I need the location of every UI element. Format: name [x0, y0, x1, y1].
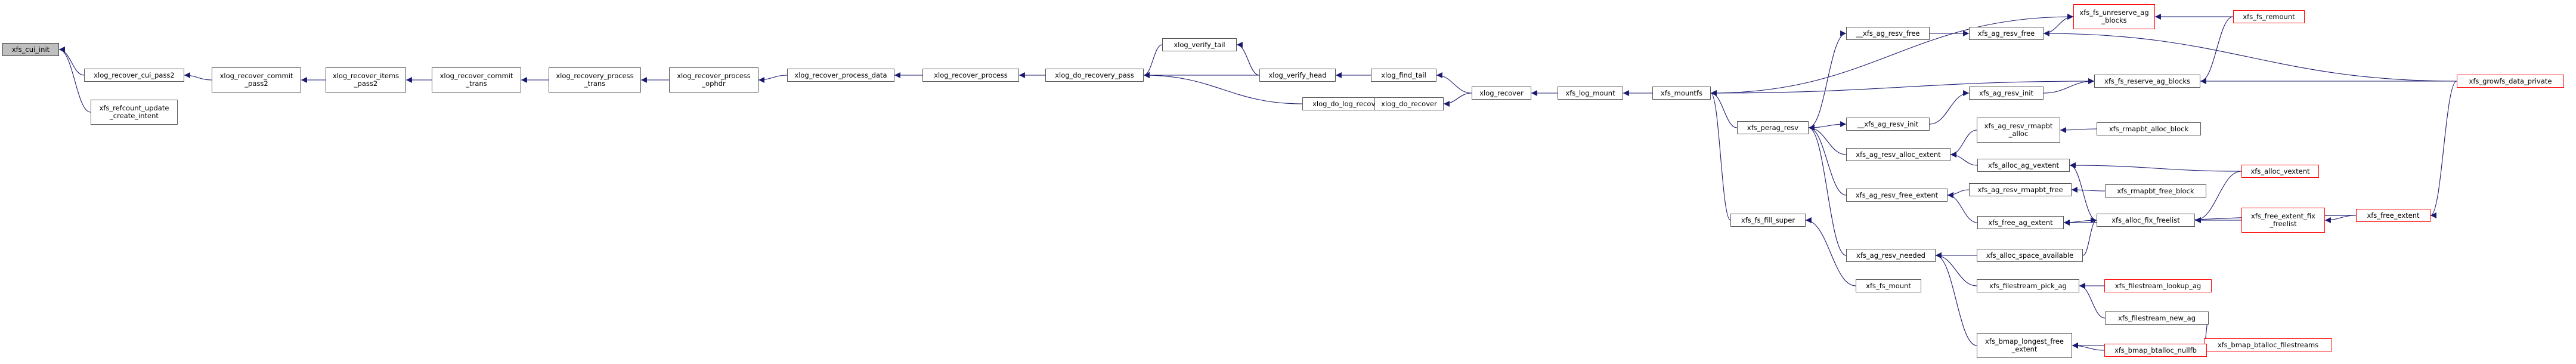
graph-node-xfs-alloc-fix-freelist[interactable]: xfs_alloc_fix_freelist [2097, 214, 2195, 227]
graph-node-xlog-do-recover[interactable]: xlog_do_recover [1374, 97, 1444, 110]
graph-node-xlog-recover-items-pass2[interactable]: xlog_recover_items _pass2 [326, 67, 406, 92]
graph-node-xfs-bmap-longest-free-extent[interactable]: xfs_bmap_longest_free _extent [1977, 333, 2072, 358]
call-edge [1710, 78, 2095, 94]
graph-node-xfs-filestream-pick-ag[interactable]: xfs_filestream_pick_ag [1977, 279, 2079, 292]
call-edge [2071, 187, 2106, 193]
call-edge [1935, 252, 1977, 346]
graph-node-xfs-fs-fill-super[interactable]: xfs_fs_fill_super [1730, 214, 1806, 227]
call-edge [1143, 72, 1303, 104]
call-edge [1710, 90, 1738, 128]
graph-node-xfs-alloc-space-available[interactable]: xfs_alloc_space_available [1977, 249, 2083, 262]
call-edge [1443, 92, 1472, 107]
call-edge [1947, 192, 1978, 223]
graph-node-xlog-find-tail[interactable]: xlog_find_tail [1371, 69, 1436, 82]
call-edge [1436, 72, 1472, 94]
graph-node-xfs-ag-resv-needed[interactable]: xfs_ag_resv_needed [1846, 249, 1936, 262]
graph-node-xlog-verify-head[interactable]: xlog_verify_head [1259, 69, 1336, 82]
call-edge [2043, 30, 2457, 82]
call-edge [2043, 14, 2074, 34]
call-edge [758, 75, 788, 83]
graph-node-xfs-free-extent-fix-freelist[interactable]: xfs_free_extent_fix _freelist [2241, 208, 2325, 233]
graph-node-xfs-perag-resv[interactable]: xfs_perag_resv [1737, 121, 1809, 134]
graph-node-xfs-fs-mount[interactable]: xfs_fs_mount [1856, 279, 1921, 292]
call-edge [1143, 44, 1163, 78]
graph-node-xfs-ag-resv-init[interactable]: __xfs_ag_resv_init [1846, 118, 1930, 131]
call-edge [2200, 16, 2234, 84]
graph-node-xfs-rmapbt-alloc-block[interactable]: xfs_rmapbt_alloc_block [2097, 122, 2201, 135]
call-edge [1947, 189, 1970, 198]
graph-node-xfs-cui-init: xfs_cui_init [2, 43, 59, 56]
graph-node-xlog-recover-commit-trans[interactable]: xlog_recover_commit _trans [432, 67, 521, 92]
call-edge [2079, 283, 2106, 319]
call-edge [1805, 217, 1856, 286]
graph-node-xfs-fs-remount[interactable]: xfs_fs_remount [2233, 10, 2305, 23]
call-edge [1808, 30, 1847, 128]
graph-node-xlog-recover-process-data[interactable]: xlog_recover_process_data [787, 69, 894, 82]
graph-node-xlog-recover[interactable]: xlog_recover [1472, 87, 1531, 100]
graph-node-xlog-do-recovery-pass[interactable]: xlog_do_recovery_pass [1045, 69, 1144, 82]
graph-node-xfs-ag-resv-rmapbt-free[interactable]: xfs_ag_resv_rmapbt_free [1969, 183, 2072, 196]
graph-node-xfs-bmap-btalloc-nullfb[interactable]: xfs_bmap_btalloc_nullfb [2104, 344, 2207, 357]
graph-node-xfs-ag-resv-alloc-extent[interactable]: xfs_ag_resv_alloc_extent [1846, 148, 1950, 161]
graph-node-xfs-ag-resv-init[interactable]: xfs_ag_resv_init [1969, 87, 2044, 100]
graph-node-xfs-alloc-vextent[interactable]: xfs_alloc_vextent [2241, 165, 2319, 178]
graph-node-xfs-ag-resv-free[interactable]: xfs_ag_resv_free [1969, 27, 2044, 40]
call-edge [2082, 217, 2097, 256]
graph-node-xfs-log-mount[interactable]: xfs_log_mount [1558, 87, 1623, 100]
graph-node-xlog-recover-cui-pass2[interactable]: xlog_recover_cui_pass2 [84, 69, 184, 82]
call-edge [58, 47, 85, 76]
graph-node-xfs-bmap-btalloc-filestreams[interactable]: xfs_bmap_btalloc_filestreams [2204, 338, 2332, 351]
graph-node-xfs-ag-resv-rmapbt-alloc[interactable]: xfs_ag_resv_rmapbt _alloc [1977, 118, 2060, 143]
call-edge [2324, 215, 2357, 223]
call-edge [1935, 252, 1977, 286]
graph-node-xfs-mountfs[interactable]: xfs_mountfs [1652, 87, 1711, 100]
call-edge [2043, 78, 2095, 94]
graph-node-xfs-ag-resv-free[interactable]: __xfs_ag_resv_free [1846, 27, 1930, 40]
graph-node-xfs-filestream-new-ag[interactable]: xfs_filestream_new_ag [2105, 311, 2209, 325]
call-edge [1236, 42, 1260, 76]
call-edge [1929, 90, 1970, 125]
graph-node-xfs-free-extent[interactable]: xfs_free_extent [2356, 209, 2431, 222]
call-edge [1710, 14, 2074, 94]
graph-node-xfs-growfs-data-private[interactable]: xfs_growfs_data_private [2457, 75, 2564, 88]
graph-node-xlog-verify-tail[interactable]: xlog_verify_tail [1162, 38, 1237, 51]
call-edge [2430, 81, 2457, 218]
call-edge [184, 72, 212, 81]
graph-node-xlog-recover-process-ophdr[interactable]: xlog_recover_process _ophdr [669, 67, 758, 92]
call-edge [2069, 162, 2097, 221]
graph-node-xfs-free-ag-extent[interactable]: xfs_free_ag_extent [1977, 216, 2064, 229]
call-edge [1950, 152, 1978, 166]
graph-node-xfs-rmapbt-free-block[interactable]: xfs_rmapbt_free_block [2105, 184, 2206, 198]
call-edge [2072, 343, 2105, 351]
call-edge [1808, 121, 1847, 128]
call-edge [1808, 125, 1847, 196]
graph-node-xfs-fs-reserve-ag-blocks[interactable]: xfs_fs_reserve_ag_blocks [2094, 75, 2200, 88]
call-edge [58, 47, 91, 113]
call-edge [1808, 125, 1847, 155]
graph-node-xlog-do-log-recovery[interactable]: xlog_do_log_recovery [1302, 97, 1397, 110]
graph-node-xlog-recover-process[interactable]: xlog_recover_process [922, 69, 1019, 82]
graph-node-xfs-refcount-update-create-intent[interactable]: xfs_refcount_update _create_intent [91, 100, 178, 125]
call-edge [1710, 90, 1731, 221]
graph-node-xfs-fs-unreserve-ag-blocks[interactable]: xfs_fs_unreserve_ag _blocks [2073, 4, 2155, 29]
call-edge [2194, 171, 2242, 223]
call-edge [1808, 125, 1847, 256]
graph-node-xlog-recover-commit-pass2[interactable]: xlog_recover_commit _pass2 [212, 67, 301, 92]
graph-node-xfs-filestream-lookup-ag[interactable]: xfs_filestream_lookup_ag [2104, 279, 2212, 292]
graph-node-xfs-ag-resv-free-extent[interactable]: xfs_ag_resv_free_extent [1846, 189, 1948, 202]
graph-node-xlog-recovery-process-trans[interactable]: xlog_recovery_process _trans [549, 67, 641, 92]
call-edge [2069, 162, 2242, 172]
graph-node-xfs-alloc-ag-vextent[interactable]: xfs_alloc_ag_vextent [1977, 159, 2070, 172]
call-edge [2060, 127, 2097, 133]
call-edge [1950, 129, 1977, 158]
